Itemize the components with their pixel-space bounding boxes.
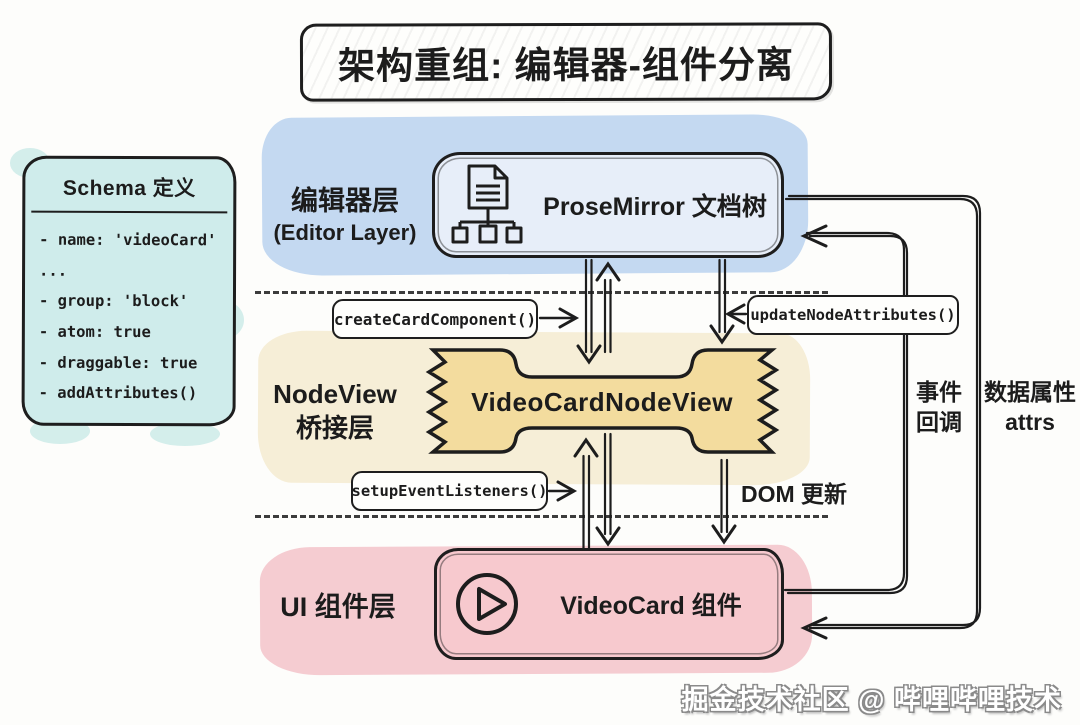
editor-layer-label: 编辑器层 (Editor Layer) bbox=[252, 184, 438, 248]
ui-layer-label-text: UI 组件层 bbox=[280, 592, 396, 622]
create-card-component-call: createCardComponent() bbox=[332, 299, 538, 339]
editor-layer-label-zh: 编辑器层 bbox=[291, 186, 399, 216]
data-attrs-label: 数据属性 attrs bbox=[980, 378, 1080, 438]
event-callback-line2: 回调 bbox=[916, 408, 962, 435]
dom-update-label: DOM 更新 bbox=[741, 481, 848, 507]
videocard-node-label: VideoCard 组件 bbox=[560, 592, 742, 620]
play-icon bbox=[456, 573, 518, 635]
schema-item: - name: 'videoCard' bbox=[39, 230, 217, 250]
data-attrs-line2: attrs bbox=[1005, 408, 1055, 435]
nodeview-node-label: VideoCardNodeView bbox=[471, 387, 733, 417]
setup-event-listeners-call: setupEventListeners() bbox=[351, 471, 548, 511]
schema-panel-title: Schema 定义 bbox=[31, 158, 228, 214]
ui-layer-label: UI 组件层 bbox=[268, 590, 408, 625]
schema-item: - addAttributes() bbox=[38, 384, 198, 403]
schema-item: - atom: true bbox=[38, 322, 151, 342]
document-tree-icon bbox=[451, 164, 523, 244]
layer-separator-bottom bbox=[255, 515, 828, 518]
schema-panel: Schema 定义 - name: 'videoCard' ... - grou… bbox=[21, 155, 237, 427]
layer-separator-top bbox=[255, 291, 828, 294]
update-node-attributes-call: updateNodeAttributes() bbox=[747, 295, 959, 335]
videocard-node: VideoCard 组件 bbox=[434, 548, 784, 660]
schema-item: - draggable: true bbox=[38, 353, 198, 372]
nodeview-layer-label-zh: 桥接层 bbox=[295, 412, 374, 443]
data-attrs-line1: 数据属性 bbox=[984, 379, 1076, 405]
nodeview-layer-label: NodeView 桥接层 bbox=[266, 378, 404, 446]
schema-item-list: - name: 'videoCard' ... - group: 'block'… bbox=[25, 213, 234, 410]
prosemirror-node: ProseMirror 文档树 bbox=[432, 152, 784, 258]
diagram-title: 架构重组: 编辑器-组件分离 bbox=[337, 44, 795, 87]
schema-item: ... bbox=[39, 261, 68, 280]
editor-layer-label-en: (Editor Layer) bbox=[273, 220, 417, 246]
watermark: 掘金技术社区 @ 哔哩哔哩技术 bbox=[681, 685, 1062, 715]
schema-item: - group: 'block' bbox=[38, 292, 189, 311]
nodeview-layer-label-en: NodeView bbox=[273, 379, 397, 409]
diagram-title-box: 架构重组: 编辑器-组件分离 bbox=[299, 22, 833, 102]
event-callback-label: 事件 回调 bbox=[906, 378, 972, 438]
prosemirror-node-label: ProseMirror 文档树 bbox=[543, 193, 767, 221]
event-callback-line1: 事件 bbox=[916, 379, 962, 405]
